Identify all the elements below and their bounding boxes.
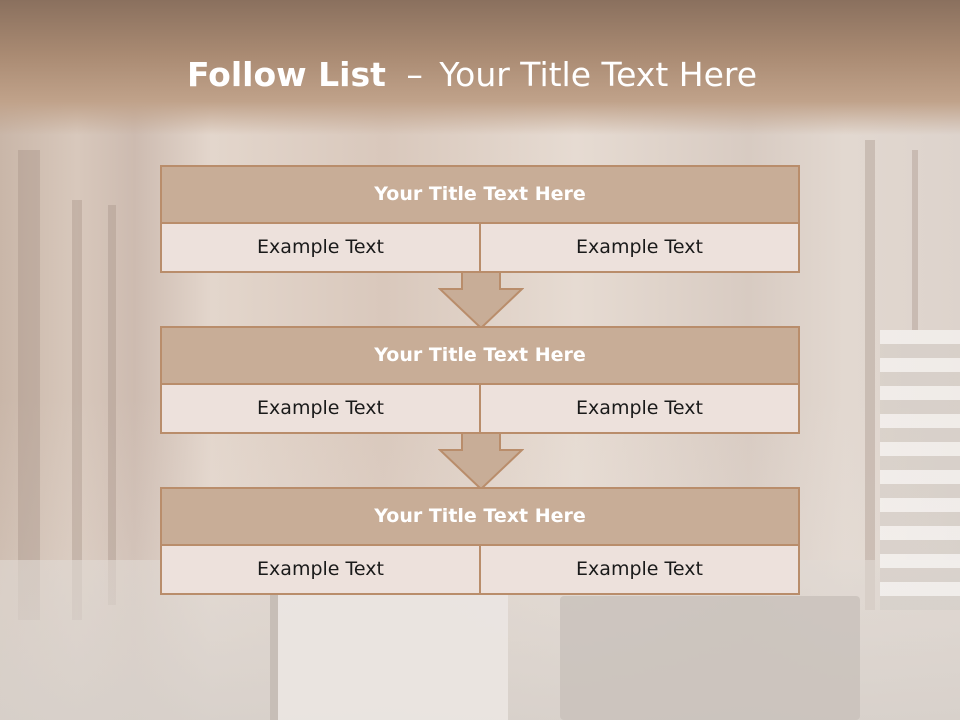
step-title: Your Title Text Here bbox=[162, 167, 798, 224]
follow-step-2: Your Title Text Here Example Text Exampl… bbox=[160, 326, 800, 434]
background-pillar bbox=[865, 140, 875, 610]
follow-step-1: Your Title Text Here Example Text Exampl… bbox=[160, 165, 800, 273]
follow-step-3: Your Title Text Here Example Text Exampl… bbox=[160, 487, 800, 595]
background-pillar bbox=[18, 150, 40, 620]
down-arrow-icon bbox=[438, 432, 524, 490]
title-bold: Follow List bbox=[186, 55, 386, 94]
step-cell-right: Example Text bbox=[479, 385, 798, 432]
title-rest: Your Title Text Here bbox=[439, 55, 758, 94]
background-tray bbox=[560, 596, 860, 720]
background-glass-panel bbox=[880, 330, 960, 610]
step-cell-right: Example Text bbox=[479, 224, 798, 271]
step-cell-left: Example Text bbox=[162, 224, 479, 271]
title-separator: – bbox=[406, 55, 423, 94]
down-arrow-icon bbox=[438, 271, 524, 329]
background-pillar bbox=[72, 200, 82, 620]
step-row: Example Text Example Text bbox=[162, 224, 798, 271]
step-title: Your Title Text Here bbox=[162, 489, 798, 546]
step-title: Your Title Text Here bbox=[162, 328, 798, 385]
title-band bbox=[0, 0, 960, 135]
background-pillar bbox=[912, 150, 918, 330]
step-cell-left: Example Text bbox=[162, 385, 479, 432]
step-cell-right: Example Text bbox=[479, 546, 798, 593]
background-pillar bbox=[108, 205, 116, 605]
step-cell-left: Example Text bbox=[162, 546, 479, 593]
background-conveyor bbox=[270, 590, 508, 720]
step-row: Example Text Example Text bbox=[162, 385, 798, 432]
slide-title: Follow List – Your Title Text Here bbox=[0, 52, 944, 98]
step-row: Example Text Example Text bbox=[162, 546, 798, 593]
